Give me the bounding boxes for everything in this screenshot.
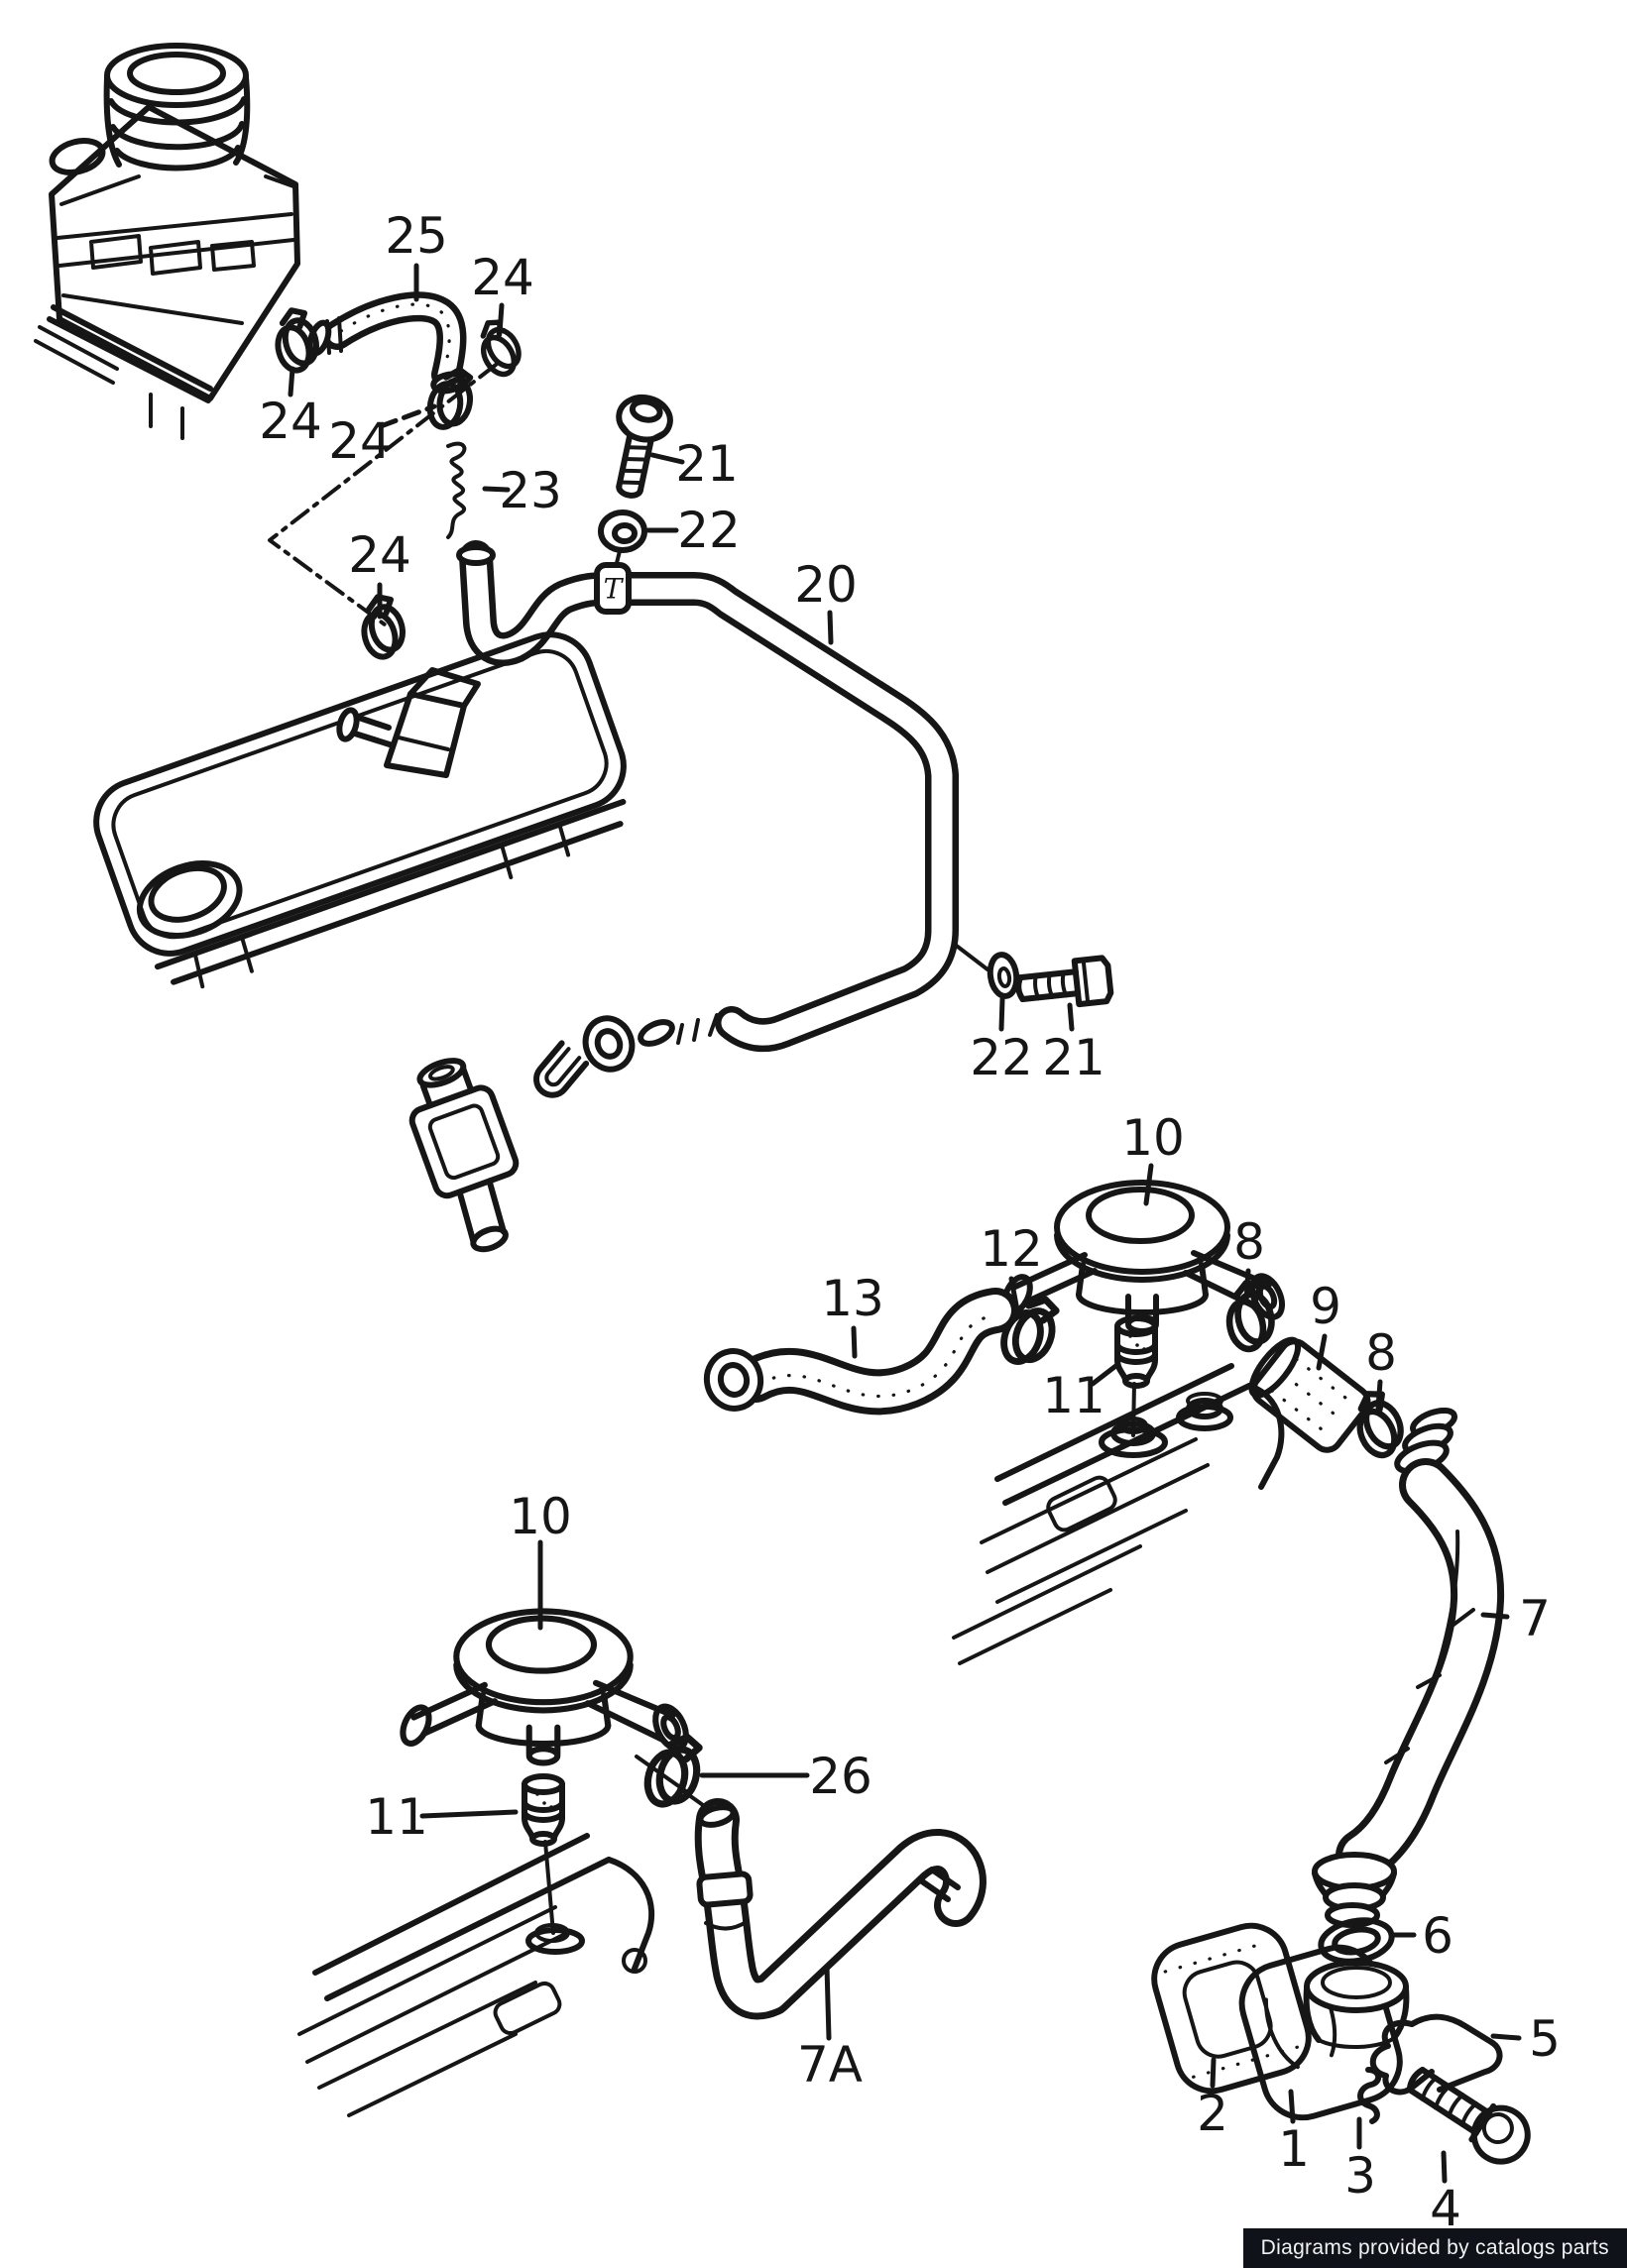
leader-line-24-1 xyxy=(497,302,505,336)
callout-20-8: 20 xyxy=(794,556,858,614)
leader-line-13-16 xyxy=(851,1325,858,1359)
watermark-text: Diagrams provided by catalogs parts xyxy=(1260,2236,1609,2259)
callout-24-1: 24 xyxy=(471,249,534,306)
leader-line-4-28 xyxy=(1441,2150,1448,2184)
engine-block xyxy=(34,43,300,440)
o-ring-6 xyxy=(1318,1917,1395,1965)
leader-line-5-24 xyxy=(1490,2033,1522,2041)
callout-24-4: 24 xyxy=(348,526,411,584)
callout-7-18: 7 xyxy=(1519,1590,1551,1647)
callout-8-15: 8 xyxy=(1365,1324,1397,1382)
bolt-21-bottom xyxy=(1015,955,1114,1008)
vent-hose-7 xyxy=(1312,1407,1505,1928)
leader-line-1-26 xyxy=(1288,2089,1296,2124)
callout-10-11: 10 xyxy=(1121,1109,1185,1167)
callout-1-26: 1 xyxy=(1278,2120,1310,2178)
callout-24-2: 24 xyxy=(259,393,322,450)
filter-9 xyxy=(1248,1336,1371,1453)
breather-spout xyxy=(336,667,481,778)
leader-line-10-11 xyxy=(1143,1163,1154,1206)
u-clip-14 xyxy=(533,1040,590,1098)
vent-valve-11-left xyxy=(524,1776,562,1844)
vent-hose-7a xyxy=(694,1798,987,2020)
t-connector-marker: T xyxy=(594,562,632,615)
callout-4-28: 4 xyxy=(1430,2180,1461,2237)
valve-cover-2 xyxy=(952,1363,1285,1665)
holder-2 xyxy=(1151,1922,1312,2095)
callout-22-7: 22 xyxy=(677,502,741,559)
leader-line-24-2 xyxy=(288,366,295,397)
callout-11-17: 11 xyxy=(1042,1367,1105,1424)
leader-line-7A-22 xyxy=(824,1964,832,2041)
callout-5-24: 5 xyxy=(1529,2010,1561,2068)
leader-line-23-5 xyxy=(482,486,511,493)
leader-line-9-14 xyxy=(1316,1333,1328,1371)
bolt-21-top xyxy=(616,394,673,499)
leader-line-21-10 xyxy=(1067,1002,1075,1032)
leader-line-24-3 xyxy=(378,403,437,429)
callout-3-27: 3 xyxy=(1344,2147,1376,2205)
leader-line-11-17 xyxy=(1090,1361,1121,1387)
leader-line-11-20 xyxy=(419,1809,519,1819)
leader-line-20-8 xyxy=(827,610,834,645)
leader-line-21-6 xyxy=(649,452,685,465)
callout-22-9: 22 xyxy=(970,1029,1033,1086)
callout-12-12: 12 xyxy=(980,1220,1043,1278)
callout-10-19: 10 xyxy=(509,1488,572,1545)
callout-2-25: 2 xyxy=(1197,2085,1228,2142)
callout-26-21: 26 xyxy=(809,1748,872,1805)
breather-hose-25 xyxy=(306,291,467,395)
callout-6-23: 6 xyxy=(1422,1907,1453,1965)
watermark-bar: Diagrams provided by catalogs parts xyxy=(1242,2228,1627,2268)
washer-22-bottom xyxy=(987,952,1020,999)
bolt-4 xyxy=(1406,2067,1531,2165)
callout-23-5: 23 xyxy=(499,462,562,519)
hose-clamp-24-a xyxy=(270,306,322,374)
breather-hose-13 xyxy=(703,1288,1018,1416)
o-ring-15 xyxy=(582,1015,636,1073)
callout-21-6: 21 xyxy=(675,435,739,493)
callout-8-13: 8 xyxy=(1233,1213,1265,1271)
leader-line-8-13 xyxy=(1243,1268,1251,1304)
vent-elbow xyxy=(408,1058,520,1253)
valve-cover-3 xyxy=(297,1833,655,2117)
spring-23 xyxy=(446,441,467,539)
leader-line-22-9 xyxy=(998,996,1005,1032)
leader-line-8-15 xyxy=(1375,1379,1383,1411)
callout-25-0: 25 xyxy=(385,207,448,265)
callout-21-10: 21 xyxy=(1042,1029,1105,1086)
callout-7A-22: 7A xyxy=(797,2036,863,2094)
assembly-axis-line xyxy=(268,363,498,626)
housing-1 xyxy=(1238,1944,1410,2121)
t-marker-label: T xyxy=(604,573,625,606)
pcv-valve-10-left xyxy=(398,1611,692,1762)
callout-9-14: 9 xyxy=(1310,1278,1341,1335)
callout-24-3: 24 xyxy=(328,412,392,470)
valve-cover-1 xyxy=(93,631,627,989)
leader-line-12-12 xyxy=(1008,1276,1020,1313)
callout-13-16: 13 xyxy=(821,1270,884,1327)
retaining-clip-5 xyxy=(1369,2013,1503,2096)
leader-line-7-18 xyxy=(1480,1612,1510,1620)
callout-11-20: 11 xyxy=(365,1788,428,1846)
s-hook-3 xyxy=(1357,2067,1382,2124)
leader-line-2-25 xyxy=(1210,2057,1217,2089)
vent-pipe-20 xyxy=(456,540,989,1053)
